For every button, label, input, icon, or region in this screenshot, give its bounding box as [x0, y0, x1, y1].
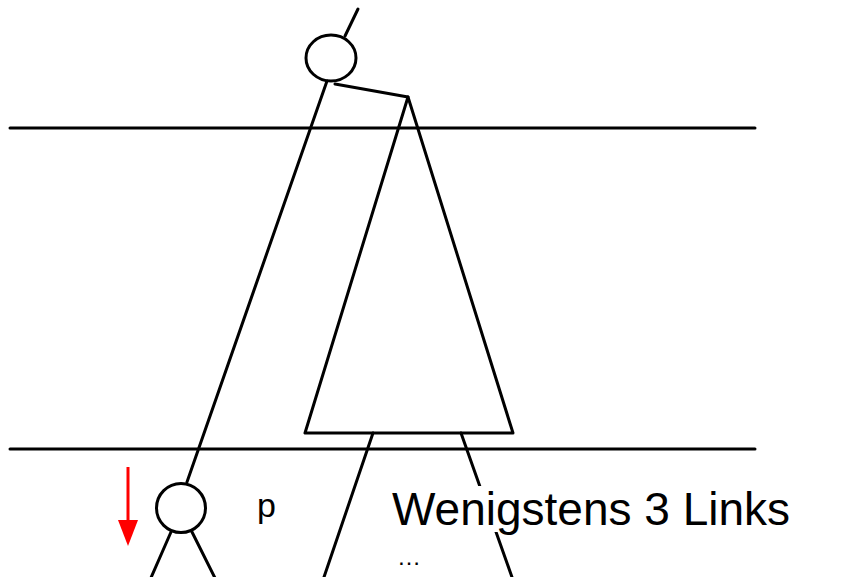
- subtree-triangle: [305, 97, 513, 433]
- arrow-head: [118, 520, 138, 546]
- level-line: [10, 448, 755, 451]
- child-link: [150, 532, 171, 577]
- level-line: [10, 127, 755, 130]
- red-arrow: [118, 467, 138, 546]
- child-link: [187, 81, 327, 482]
- node-label: p: [257, 488, 276, 522]
- child-link: [335, 84, 408, 97]
- arrow-shaft: [127, 467, 130, 524]
- parent-link: [345, 9, 358, 36]
- subtree-edge: [323, 433, 373, 577]
- note-label: Wenigstens 3 Links: [390, 486, 792, 532]
- node-circle-outline: [157, 484, 206, 533]
- tree-node-circle: [306, 35, 356, 81]
- node-circle: [155, 482, 207, 534]
- child-link: [192, 532, 216, 577]
- ellipsis-label: …: [397, 545, 421, 569]
- tree-node: p: [155, 482, 207, 534]
